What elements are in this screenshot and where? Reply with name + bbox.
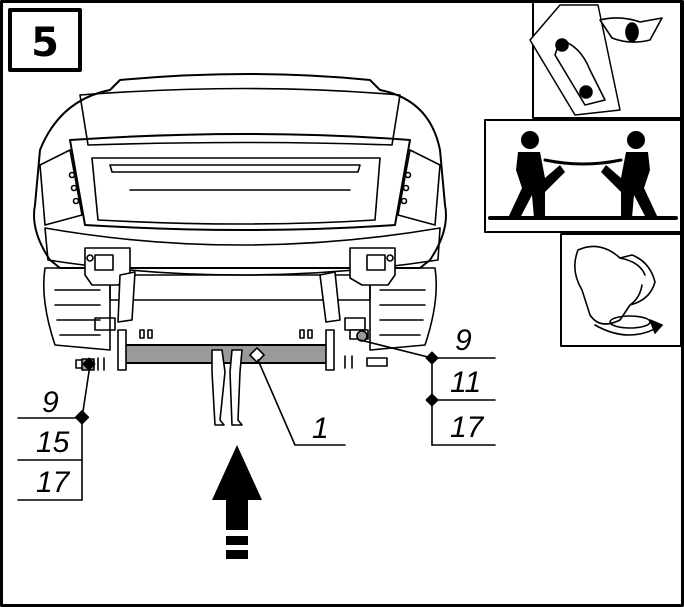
- callout-left-value-1: 9: [42, 386, 59, 419]
- vehicle-rear-drawing: [33, 73, 447, 351]
- callout-part-value: 1: [312, 412, 329, 445]
- towbar-crossbar: [117, 329, 335, 371]
- callout-left: 9 15 17: [17, 357, 96, 501]
- step-number: 5: [31, 20, 59, 66]
- vehicle-lift-icon: [529, 1, 682, 119]
- callout-right: 9 11 17: [359, 324, 496, 446]
- step-badge: 5: [8, 8, 82, 72]
- tow-hook: [211, 349, 243, 426]
- hand-tighten-icon: [560, 233, 682, 347]
- callout-part: 1: [257, 359, 346, 446]
- callout-right-value-1: 9: [455, 324, 472, 357]
- callout-left-value-2: 15: [36, 426, 70, 459]
- up-arrow-icon: [212, 445, 262, 559]
- callout-left-value-3: 17: [36, 466, 71, 499]
- bolt-set-right: [344, 329, 388, 369]
- callout-right-value-2: 11: [450, 366, 481, 399]
- two-person-lift-icon: [484, 119, 682, 233]
- callout-right-value-3: 17: [450, 411, 485, 444]
